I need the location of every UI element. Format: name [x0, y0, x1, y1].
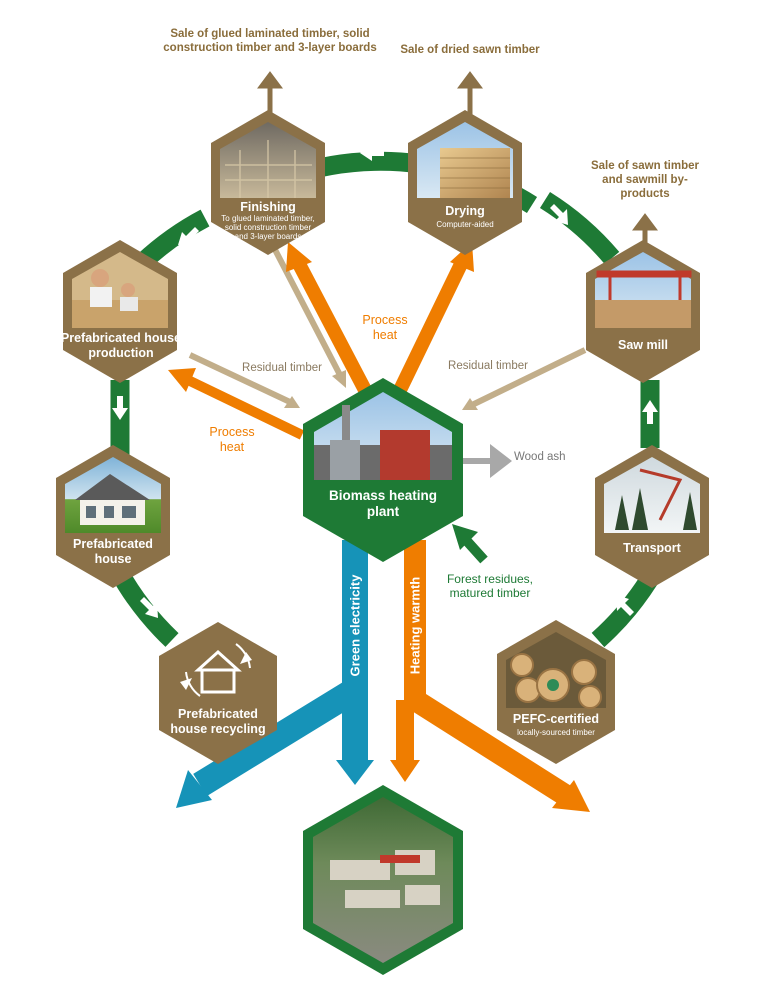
residual-timber-arrow-left — [267, 238, 343, 377]
forest-residues-arrow — [462, 536, 488, 564]
finishing-title: Finishing — [240, 200, 296, 214]
prefab-house-title: Prefabricated house — [73, 537, 153, 566]
arrow-down-icon — [140, 597, 158, 618]
sale-sawn-label: Sale of sawn timber and sawmill by-produ… — [590, 160, 699, 200]
node-biomass-heating-plant — [303, 378, 463, 562]
biomass-title: Biomass heating plant — [328, 488, 438, 520]
green-electricity-label: Green electricity — [347, 574, 363, 677]
process-heat-left-label: Process heat — [209, 425, 255, 454]
ring-direction-arrows — [112, 145, 658, 618]
arrow-up-icon — [550, 204, 568, 225]
wood-ash-arrow — [460, 444, 512, 478]
drying-title: Drying — [445, 204, 485, 218]
arrow-up-icon — [642, 400, 658, 424]
node-saw-mill — [586, 240, 700, 383]
sale-glued-label: Sale of glued laminated timber, solid co… — [163, 28, 377, 54]
node-drying — [408, 110, 522, 255]
pefc-logo-icon — [547, 679, 559, 691]
pefc-subtitle: locally-sourced timber — [517, 728, 595, 737]
prefab-recycling-title: Prefabricated house recycling — [170, 707, 266, 736]
node-sawmill-site-aerial — [303, 785, 463, 975]
sale-dried-label: Sale of dried sawn timber — [400, 44, 540, 56]
prefab-production-title: Prefabricated house production — [60, 331, 182, 360]
residual-timber-left-label: Residual timber — [242, 362, 322, 374]
arrow-left-icon — [360, 145, 384, 161]
arrow-up-icon — [616, 595, 634, 616]
forest-residues-label: Forest residues, matured timber — [446, 572, 534, 601]
node-pefc — [497, 620, 615, 764]
finishing-subtitle: To glued laminated timber, solid constru… — [221, 214, 315, 241]
node-prefab-recycling — [159, 622, 277, 764]
saw-mill-title: Saw mill — [617, 338, 669, 352]
node-prefab-production — [63, 240, 177, 383]
node-prefab-house — [56, 445, 170, 588]
wood-ash-label: Wood ash — [514, 451, 566, 463]
heating-warmth-label: Heating warmth — [407, 576, 423, 675]
arrow-down-icon — [112, 396, 128, 420]
process-heat-arrow-prefab — [185, 375, 305, 440]
heating-warmth-arrow — [404, 540, 571, 805]
node-finishing — [211, 110, 325, 255]
arrow-left-icon — [178, 227, 199, 245]
node-transport — [595, 445, 709, 588]
drying-subtitle: Computer-aided — [436, 220, 494, 229]
residual-timber-right-label: Residual timber — [448, 360, 528, 372]
process-heat-arrow-finishing — [291, 258, 372, 394]
process-heat-top-label: Process heat — [362, 313, 408, 342]
transport-title: Transport — [623, 541, 681, 555]
process-heat-arrow-drying — [393, 258, 469, 394]
residual-timber-arrow-right — [470, 347, 587, 408]
pefc-title: PEFC-certified — [512, 712, 600, 726]
